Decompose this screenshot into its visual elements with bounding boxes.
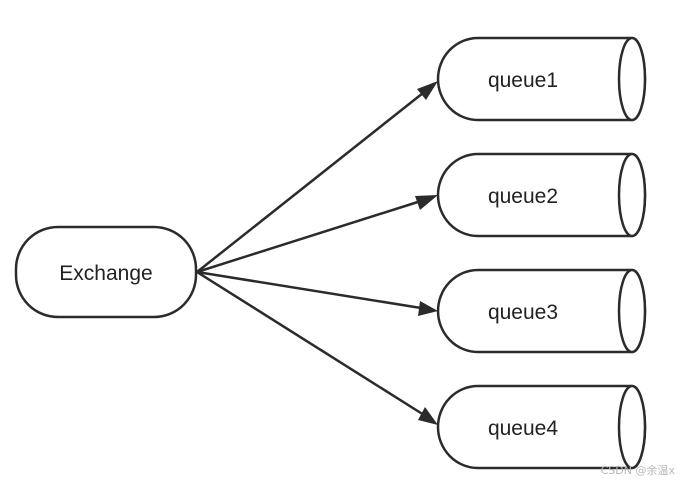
- arrow-exchange-to-queue3: [196, 270, 438, 316]
- queue-node-1: queue1: [436, 36, 647, 122]
- queue4-label: queue4: [488, 417, 558, 440]
- arrows: [196, 81, 438, 425]
- queue-node-2: queue2: [436, 152, 647, 238]
- arrow-exchange-to-queue4: [196, 270, 438, 425]
- queue-node-4: queue4: [436, 384, 647, 470]
- exchange-node: Exchange: [14, 225, 198, 319]
- queue1-label: queue1: [488, 69, 558, 92]
- arrow-exchange-to-queue1: [196, 81, 438, 273]
- watermark: CSDN @余温x: [601, 463, 676, 477]
- queue-node-3: queue3: [436, 268, 647, 354]
- arrow-exchange-to-queue2: [196, 195, 438, 274]
- exchange-label: Exchange: [59, 262, 152, 285]
- queue3-label: queue3: [488, 301, 558, 324]
- queue2-label: queue2: [488, 185, 558, 208]
